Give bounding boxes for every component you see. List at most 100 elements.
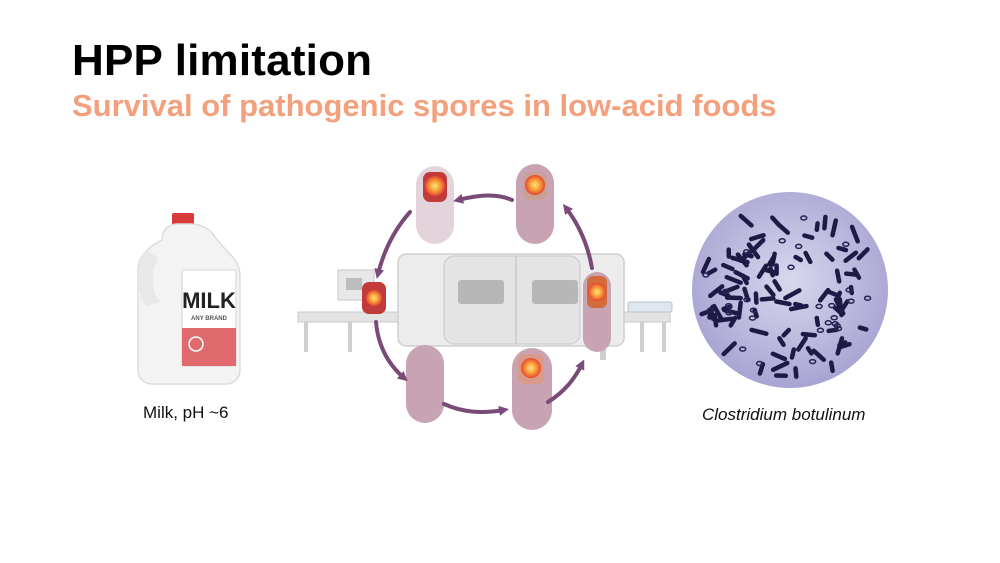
spore bbox=[830, 315, 838, 321]
milk-sublabel: ANY BRAND bbox=[191, 316, 228, 322]
bacterium-rod bbox=[817, 287, 831, 303]
bacterium-rod bbox=[759, 296, 776, 302]
bacterium-rod bbox=[834, 268, 842, 284]
bacteria-caption: Clostridium botulinum bbox=[702, 405, 866, 424]
container-bottom-left bbox=[406, 345, 444, 423]
hpp-machine bbox=[297, 253, 673, 360]
bacterium-rod bbox=[740, 273, 749, 286]
bacterium-rod bbox=[793, 254, 804, 263]
bacterium-rod bbox=[849, 224, 860, 244]
bacterium-rod bbox=[802, 233, 815, 240]
spore bbox=[816, 327, 825, 334]
bacterium-rod bbox=[749, 327, 769, 336]
bacterium-rod bbox=[811, 348, 827, 363]
spore bbox=[743, 296, 751, 303]
bacterium-rod bbox=[852, 267, 862, 280]
spore bbox=[748, 315, 757, 321]
bacterium-rod bbox=[843, 250, 859, 263]
bacterium-rod bbox=[724, 274, 743, 285]
bacterium-rod bbox=[746, 242, 761, 260]
spore bbox=[742, 248, 751, 255]
bacterium-rod bbox=[796, 336, 808, 352]
container-top-left bbox=[416, 166, 454, 244]
bacterium-rod bbox=[856, 247, 870, 261]
bacterium-rod bbox=[767, 255, 776, 267]
bacterium-rod bbox=[843, 271, 859, 277]
spore bbox=[724, 302, 733, 309]
bacterium-rod bbox=[835, 336, 845, 356]
spore bbox=[778, 238, 786, 244]
spore bbox=[749, 307, 758, 313]
bacterium-rod bbox=[700, 256, 712, 275]
bacterium-rod bbox=[770, 360, 790, 373]
spore bbox=[755, 360, 764, 367]
bacterium-rod bbox=[772, 279, 782, 292]
bacterium-rod bbox=[814, 221, 820, 233]
bacterium-rod bbox=[839, 341, 852, 350]
bacterium-rod bbox=[751, 237, 766, 253]
bacteria-micrograph bbox=[692, 192, 888, 388]
spore bbox=[842, 241, 850, 248]
bacterium-rod bbox=[788, 303, 809, 312]
bacterium-rod bbox=[822, 214, 828, 231]
container-left-small bbox=[362, 282, 386, 314]
bacterium-rod bbox=[718, 290, 731, 298]
bacterium-rod bbox=[756, 263, 769, 279]
container-bottom-right bbox=[512, 348, 552, 430]
bacterium-rod bbox=[824, 251, 835, 262]
bacterium-rod bbox=[789, 347, 797, 360]
spore bbox=[828, 302, 836, 309]
bacterium-rod bbox=[774, 299, 792, 307]
spore bbox=[824, 320, 833, 326]
bacterium-rod bbox=[814, 315, 821, 328]
spore bbox=[845, 287, 853, 293]
bacterium-rod bbox=[736, 300, 743, 320]
slide-subtitle: Survival of pathogenic spores in low-aci… bbox=[72, 88, 777, 123]
arrow-lower-left bbox=[374, 320, 408, 382]
arrow-upper-left bbox=[374, 210, 412, 279]
bacterium-rod bbox=[729, 255, 750, 265]
process-cycle-arrows bbox=[374, 193, 594, 416]
bacterium-rod bbox=[776, 222, 791, 235]
spore bbox=[706, 307, 715, 313]
bacterium-rod bbox=[836, 245, 849, 253]
bacterium-rod bbox=[830, 218, 839, 238]
spore bbox=[738, 346, 747, 352]
bacterium-rod bbox=[764, 284, 776, 298]
arrow-top bbox=[453, 193, 514, 204]
milk-jug-illustration: MILK ANY BRAND bbox=[137, 213, 241, 385]
milk-label: MILK bbox=[182, 288, 236, 313]
bacterium-rod bbox=[793, 366, 799, 379]
bacterium-rod bbox=[833, 297, 846, 316]
spore bbox=[702, 272, 710, 278]
arrow-upper-right bbox=[562, 204, 594, 270]
bacterium-rod bbox=[803, 250, 813, 265]
bacterium-rod bbox=[722, 284, 740, 294]
container-right bbox=[583, 272, 611, 352]
container-top-right bbox=[516, 164, 554, 244]
spore bbox=[794, 243, 803, 250]
milk-caption: Milk, pH ~6 bbox=[143, 403, 229, 422]
arrow-lower-right bbox=[546, 359, 585, 404]
spore bbox=[833, 323, 841, 329]
bacterium-rod bbox=[748, 233, 766, 242]
spore bbox=[847, 298, 855, 304]
bacterium-rod bbox=[800, 331, 818, 338]
bacterium-rod bbox=[753, 291, 759, 305]
bacterium-rod bbox=[757, 361, 766, 376]
spore bbox=[722, 288, 730, 295]
spore bbox=[815, 303, 823, 310]
bacterium-rod bbox=[709, 309, 716, 321]
bacterium-rod bbox=[828, 360, 835, 374]
bacterium-rod bbox=[763, 267, 777, 275]
bacterium-rod bbox=[777, 336, 786, 348]
spore bbox=[863, 295, 872, 301]
bacterium-rod bbox=[781, 327, 792, 338]
bacterium-rod bbox=[805, 345, 814, 356]
bacterium-rod bbox=[721, 262, 735, 272]
bacterium-rod bbox=[728, 315, 738, 328]
bacterium-rod bbox=[714, 316, 734, 323]
bacterium-rod bbox=[711, 303, 724, 322]
bacterium-rod bbox=[857, 325, 869, 332]
